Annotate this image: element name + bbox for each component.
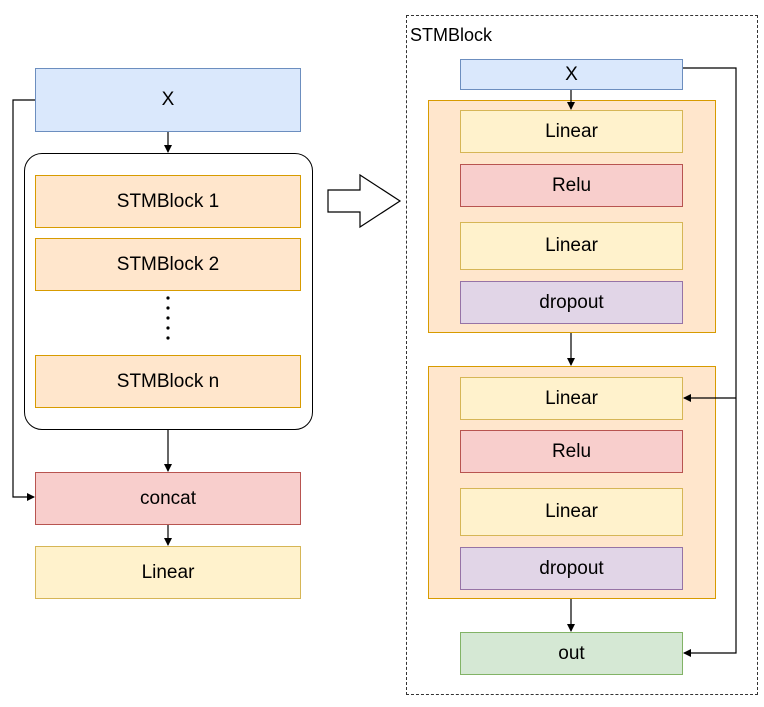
arrow-skip-rx: [683, 67, 737, 657]
stmblock-title: STMBlock: [410, 25, 493, 45]
stm-block-1: STMBlock 1: [35, 175, 301, 228]
stmblock-detail-frame: [406, 15, 758, 695]
right-input-x: X: [460, 59, 683, 90]
group1-linear-1: Linear: [460, 110, 683, 153]
hollow-arrow-icon: [327, 173, 402, 229]
output-block: out: [460, 632, 683, 675]
group1-linear-2: Linear: [460, 222, 683, 270]
group2-dropout: dropout: [460, 547, 683, 590]
ellipsis-icon: [160, 292, 176, 352]
left-linear-block: Linear: [35, 546, 301, 599]
stm-block-n: STMBlock n: [35, 355, 301, 408]
arrow-skip-x-to-concat: [12, 99, 35, 501]
concat-block: concat: [35, 472, 301, 525]
group1-dropout: dropout: [460, 281, 683, 324]
group1-relu: Relu: [460, 164, 683, 207]
left-input-x: X: [35, 68, 301, 132]
group2-relu: Relu: [460, 430, 683, 473]
group2-linear-1: Linear: [460, 377, 683, 420]
group2-linear-2: Linear: [460, 488, 683, 536]
stm-block-2: STMBlock 2: [35, 238, 301, 291]
